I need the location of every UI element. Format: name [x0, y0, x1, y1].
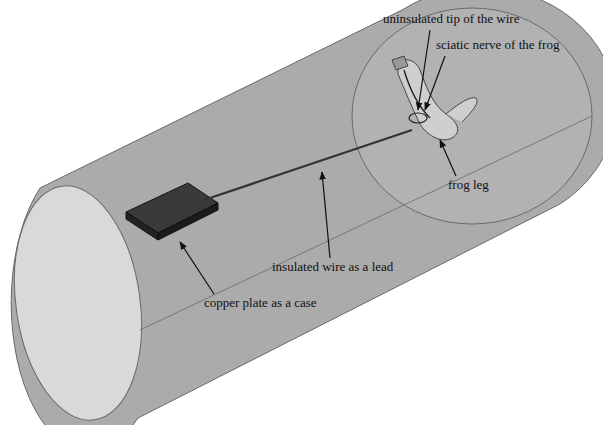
leader-line [425, 56, 445, 110]
sciatic-nerve [404, 70, 430, 118]
frog-leg [398, 60, 458, 140]
callout-label: frog leg [448, 178, 489, 192]
callout-label: insulated wire as a lead [272, 260, 393, 274]
frog-leg-stump [392, 56, 408, 70]
leader-line [180, 242, 214, 294]
copper-plate-side [126, 212, 158, 240]
cylinder-far-face [352, 8, 592, 224]
leader-line [418, 30, 430, 110]
insulated-wire [204, 130, 412, 200]
seam-line [140, 116, 592, 330]
callout-label: uninsulated tip of the wire [383, 12, 519, 26]
copper-plate-front [158, 203, 218, 240]
frog-foot [446, 98, 477, 122]
leader-line [440, 140, 456, 176]
uninsulated-tip [409, 113, 427, 123]
leader-line [322, 172, 330, 258]
callout-label: copper plate as a case [204, 296, 317, 310]
callout-label: sciatic nerve of the frog [436, 38, 559, 52]
